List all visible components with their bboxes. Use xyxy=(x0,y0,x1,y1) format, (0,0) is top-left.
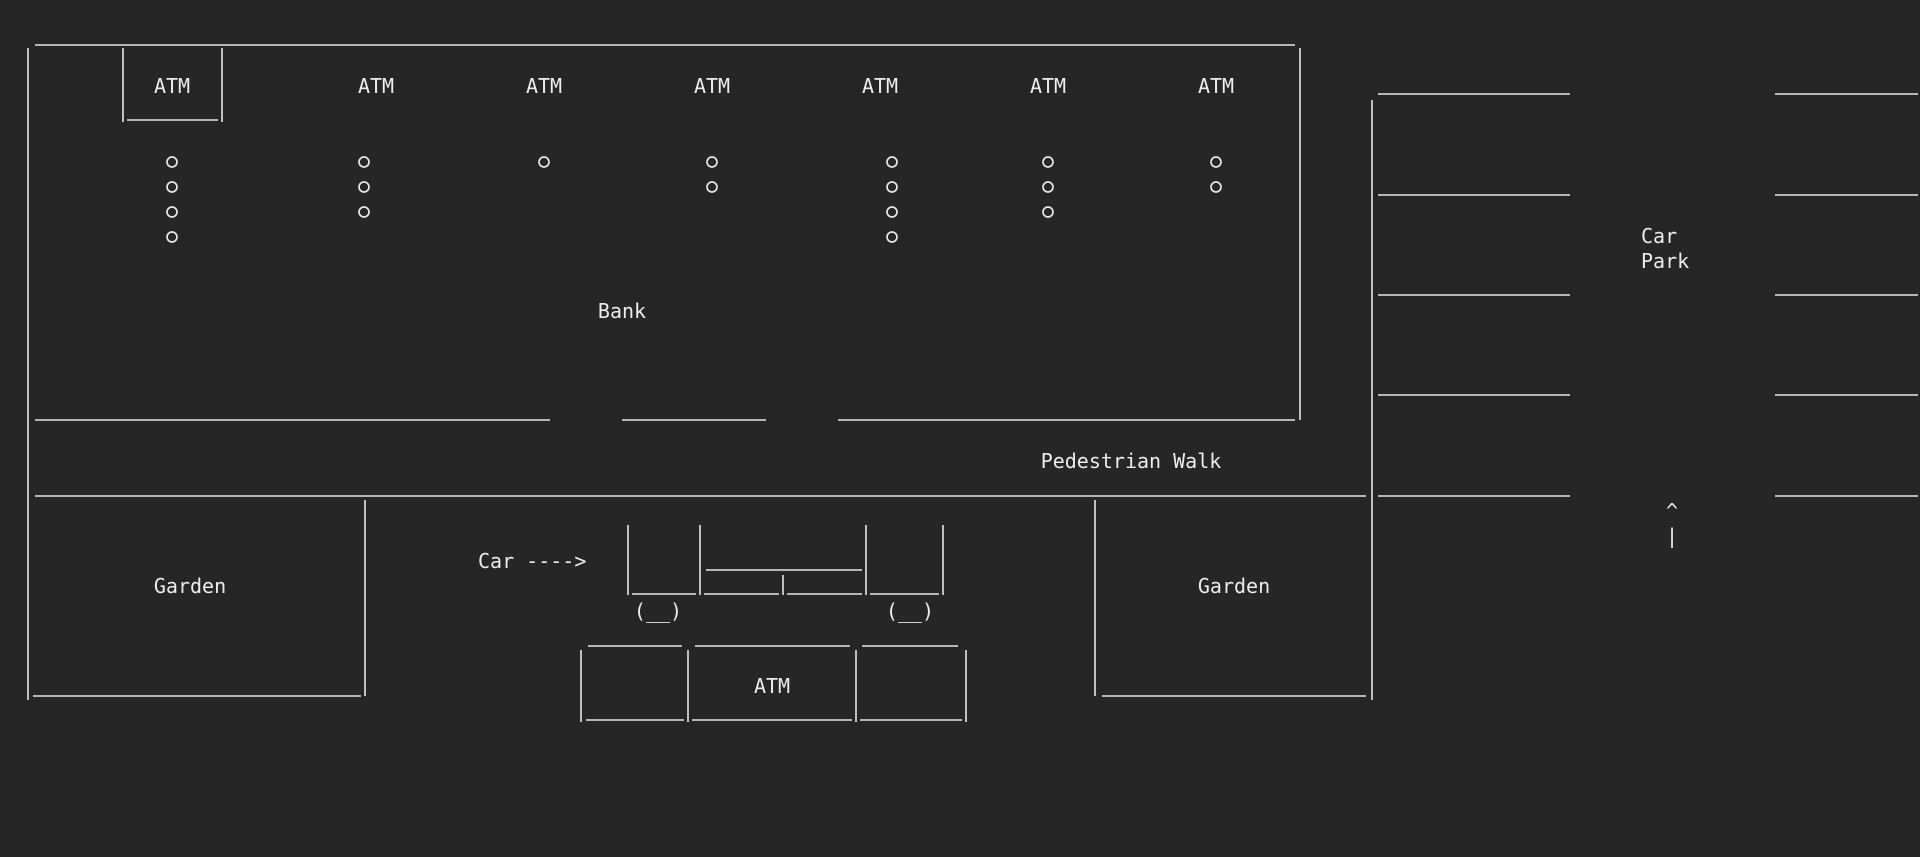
queue-person-dot xyxy=(359,207,369,217)
queue-person-dot xyxy=(887,182,897,192)
queue-person-dot xyxy=(359,157,369,167)
atm-queues xyxy=(167,157,1221,242)
queue-person-dot xyxy=(887,232,897,242)
car-wheel: (__) xyxy=(886,599,934,623)
queue-person-dot xyxy=(1043,207,1053,217)
atm-label: ATM xyxy=(862,74,898,98)
garden-left-outline xyxy=(33,500,365,696)
pedestrian-walk-label: Pedestrian Walk xyxy=(1041,449,1222,473)
car-park-label: Park xyxy=(1641,249,1689,273)
entrance-arrow-icon: ^ xyxy=(1666,499,1678,523)
queue-person-dot xyxy=(167,182,177,192)
queue-person-dot xyxy=(167,157,177,167)
car-wheel: (__) xyxy=(634,599,682,623)
atm-label: ATM xyxy=(694,74,730,98)
queue-person-dot xyxy=(167,232,177,242)
car-park-outline xyxy=(1372,94,1918,700)
drive-through-atm-label: ATM xyxy=(754,674,790,698)
atm-label: ATM xyxy=(154,74,190,98)
atm-label: ATM xyxy=(358,74,394,98)
atm-label: ATM xyxy=(1198,74,1234,98)
queue-person-dot xyxy=(539,157,549,167)
garden-right-outline xyxy=(1095,500,1366,696)
queue-person-dot xyxy=(1211,182,1221,192)
queue-person-dot xyxy=(1043,182,1053,192)
car-body xyxy=(628,525,943,595)
queue-person-dot xyxy=(1211,157,1221,167)
queue-person-dot xyxy=(707,157,717,167)
queue-person-dot xyxy=(1043,157,1053,167)
car-park-label: Car xyxy=(1641,224,1677,248)
bank-label: Bank xyxy=(598,299,646,323)
queue-person-dot xyxy=(887,157,897,167)
queue-person-dot xyxy=(359,182,369,192)
queue-person-dot xyxy=(887,207,897,217)
atm-label: ATM xyxy=(1030,74,1066,98)
bank-building-outline xyxy=(28,45,1300,420)
queue-person-dot xyxy=(707,182,717,192)
entrance-arrow-shaft: | xyxy=(1666,524,1678,548)
queue-person-dot xyxy=(167,207,177,217)
atm-label: ATM xyxy=(526,74,562,98)
garden-label: Garden xyxy=(154,574,226,598)
garden-label: Garden xyxy=(1198,574,1270,598)
car-arrow: Car ----> xyxy=(478,549,586,573)
atm-row: ATM ATM ATM ATM ATM ATM ATM xyxy=(154,74,1234,98)
